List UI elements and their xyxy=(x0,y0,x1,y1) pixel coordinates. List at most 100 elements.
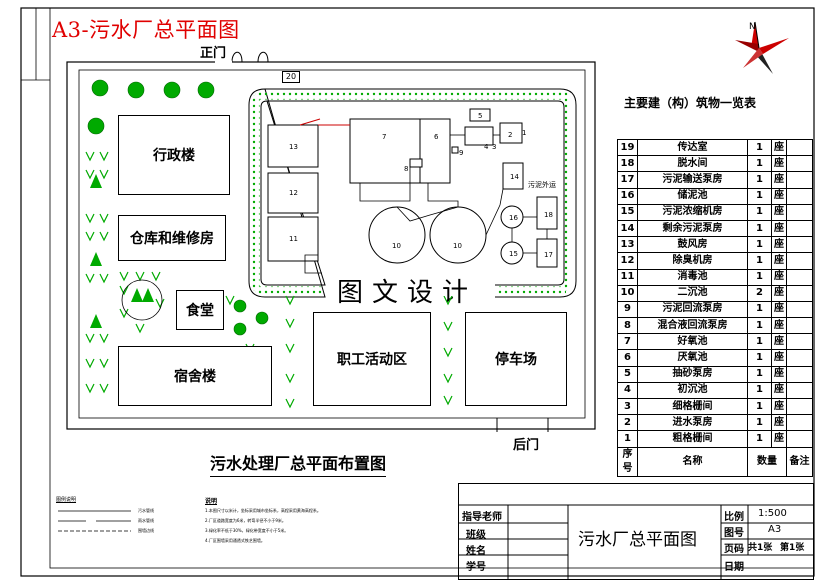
table-cell-no: 11 xyxy=(617,268,638,286)
table-cell-note xyxy=(786,236,813,254)
table-cell-qty: 2 xyxy=(747,284,772,302)
table-cell-note xyxy=(786,268,813,286)
sheet-no: 第1张 xyxy=(780,543,805,553)
table-cell-qty: 1 xyxy=(747,333,772,351)
table-cell-unit: 座 xyxy=(771,365,787,383)
table-cell-no: 9 xyxy=(617,300,638,319)
table-cell-no: 1 xyxy=(617,430,638,448)
notes-title: 说明 xyxy=(205,498,218,505)
svg-text:9: 9 xyxy=(459,149,463,157)
admin-building: 行政楼 xyxy=(118,115,230,195)
table-cell-note xyxy=(786,397,813,416)
table-cell-qty: 1 xyxy=(747,187,772,205)
instructor-label: 指导老师 xyxy=(462,512,502,523)
table-cell-note xyxy=(786,203,813,221)
scale-label: 比例 xyxy=(724,512,744,523)
table-cell-unit: 座 xyxy=(771,219,787,238)
table-cell-unit: 座 xyxy=(771,414,787,432)
table-cell-note xyxy=(786,219,813,238)
table-cell-unit: 座 xyxy=(771,171,787,189)
table-cell-no: 3 xyxy=(617,397,638,416)
table-cell-note xyxy=(786,333,813,351)
parking-area: 停车场 xyxy=(465,312,567,406)
table-cell-name: 厌氧池 xyxy=(637,349,748,367)
table-cell-qty: 1 xyxy=(747,219,772,238)
svg-text:17: 17 xyxy=(544,251,553,259)
note-line: 1.本图尺寸以米计，坐标采用城市坐标系，高程采用黄海高程系。 xyxy=(205,508,321,513)
table-cell-note xyxy=(786,187,813,205)
svg-text:10: 10 xyxy=(392,242,401,250)
table-header-note: 备注 xyxy=(786,446,813,477)
table-cell-unit: 座 xyxy=(771,397,787,416)
table-cell-no: 2 xyxy=(617,414,638,432)
legend-item: 围墙边线 xyxy=(138,528,154,533)
size-label: 图号 xyxy=(724,528,744,539)
sludge-out-label: 污泥外运 xyxy=(528,181,556,189)
table-cell-qty: 1 xyxy=(747,397,772,416)
table-cell-qty: 1 xyxy=(747,430,772,448)
tree-icons-right xyxy=(443,296,453,406)
table-cell-unit: 座 xyxy=(771,252,787,270)
table-cell-unit: 座 xyxy=(771,381,787,400)
table-cell-note xyxy=(786,381,813,400)
table-cell-qty: 1 xyxy=(747,155,772,173)
drawing-name: 污水厂总平面图 xyxy=(578,530,697,550)
table-cell-unit: 座 xyxy=(771,187,787,205)
date-label: 日期 xyxy=(724,562,744,573)
svg-text:8: 8 xyxy=(404,165,408,173)
drawing-title: A3-污水厂总平面图 xyxy=(52,18,240,42)
table-cell-unit: 座 xyxy=(771,155,787,173)
table-cell-name: 污泥输送泵房 xyxy=(637,171,748,189)
svg-text:1: 1 xyxy=(522,129,526,137)
table-cell-no: 19 xyxy=(617,138,638,157)
table-title: 主要建（构）筑物一览表 xyxy=(624,96,757,110)
table-cell-note xyxy=(786,171,813,189)
table-cell-unit: 座 xyxy=(771,236,787,254)
gatehouse: 20 xyxy=(282,71,300,83)
table-cell-unit: 座 xyxy=(771,317,787,335)
student-no-label: 学号 xyxy=(466,562,486,573)
table-cell-qty: 1 xyxy=(747,171,772,189)
table-cell-no: 14 xyxy=(617,219,638,238)
table-cell-name: 传达室 xyxy=(637,138,748,157)
svg-text:3: 3 xyxy=(492,143,496,151)
table-cell-no: 4 xyxy=(617,381,638,400)
table-cell-note xyxy=(786,365,813,383)
table-cell-no: 18 xyxy=(617,155,638,173)
table-cell-name: 鼓风房 xyxy=(637,236,748,254)
size-value: A3 xyxy=(768,524,782,535)
table-cell-name: 混合液回流泵房 xyxy=(637,317,748,335)
table-cell-no: 5 xyxy=(617,365,638,383)
svg-text:14: 14 xyxy=(510,173,519,181)
table-cell-name: 消毒池 xyxy=(637,268,748,286)
scale-value: 1:500 xyxy=(758,508,787,519)
dormitory-building: 宿舍楼 xyxy=(118,346,272,406)
table-cell-no: 15 xyxy=(617,203,638,221)
table-cell-unit: 座 xyxy=(771,284,787,302)
table-header-row: 序号名称数量备注 xyxy=(617,446,813,477)
svg-text:18: 18 xyxy=(544,211,553,219)
table-cell-name: 二沉池 xyxy=(637,284,748,302)
canteen-building: 食堂 xyxy=(176,290,224,330)
watermark-text: 图文设计 xyxy=(337,278,478,308)
table-cell-no: 8 xyxy=(617,317,638,335)
name-label: 姓名 xyxy=(466,546,486,557)
activity-area: 职工活动区 xyxy=(313,312,431,406)
table-cell-name: 粗格栅间 xyxy=(637,430,748,448)
legend-lines xyxy=(58,510,131,532)
main-gate-label: 正门 xyxy=(200,46,227,61)
